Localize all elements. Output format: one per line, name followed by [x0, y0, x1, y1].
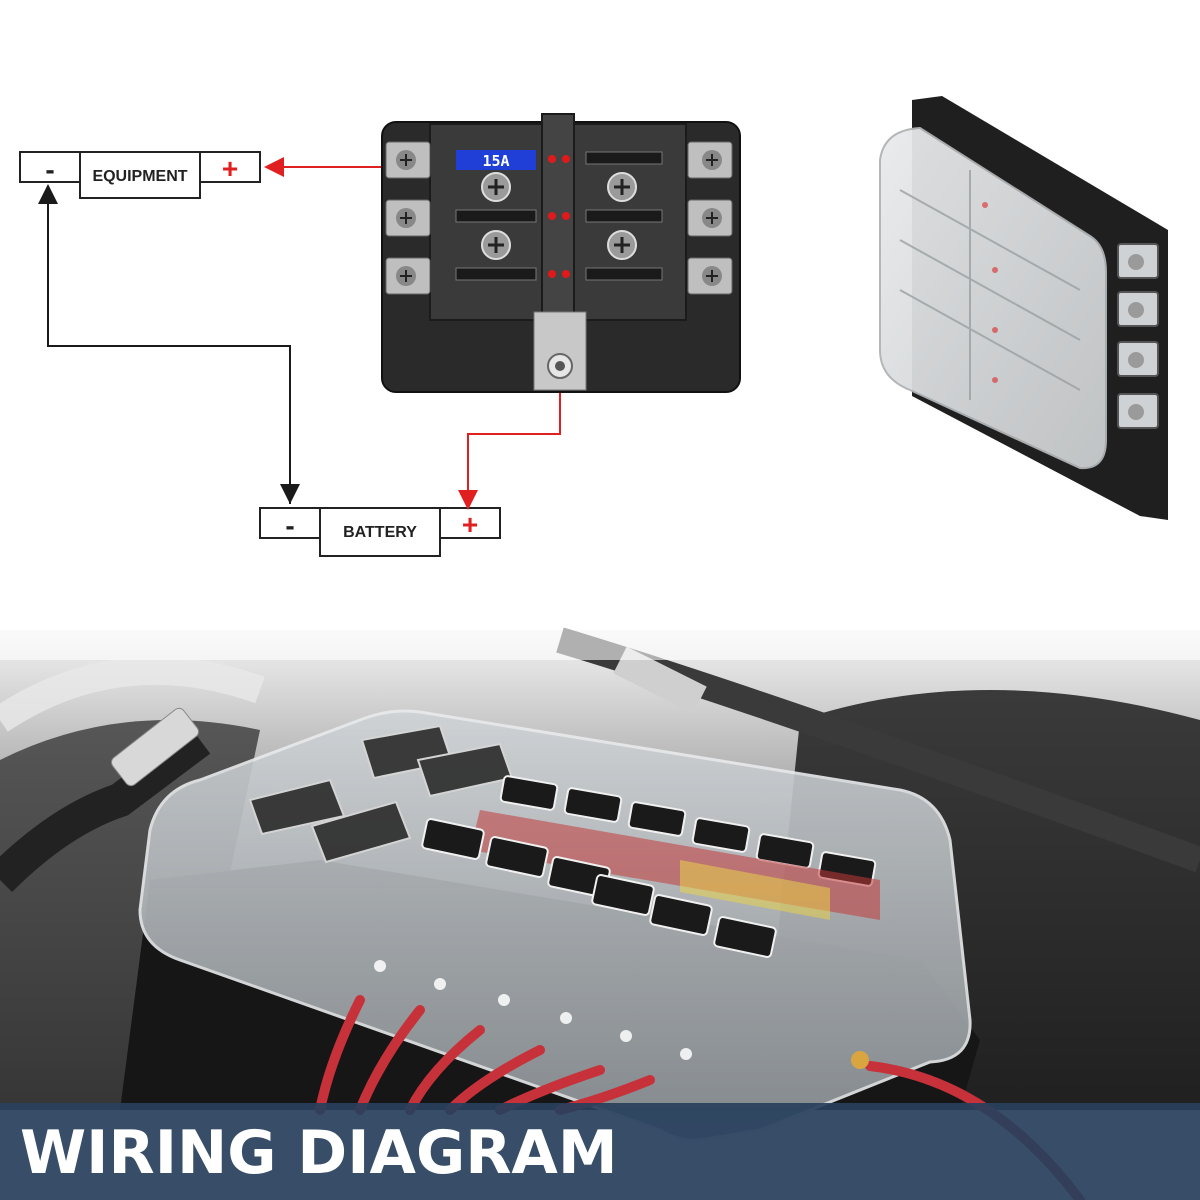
equipment-plus: +: [222, 153, 238, 184]
battery-plus: +: [462, 509, 478, 540]
fuse-rating-badge: [456, 150, 536, 170]
fuse-block-covered: [879, 96, 1168, 520]
fuse-slots: [455, 151, 663, 281]
negative-wire: [38, 184, 291, 504]
battery-label: BATTERY: [343, 524, 417, 541]
fuse-block: 15A: [381, 113, 741, 393]
battery-minus: -: [285, 510, 294, 541]
left-terminals: [385, 141, 431, 295]
banner-title: WIRING DIAGRAM: [20, 1118, 618, 1188]
right-terminals: [687, 141, 733, 295]
installed-fuse-box-photo: [0, 627, 1200, 1200]
equipment-label: EQUIPMENT: [92, 168, 187, 185]
title-banner: [0, 1103, 1200, 1200]
indicator-leds: [548, 155, 570, 278]
equipment-minus: -: [45, 154, 54, 185]
battery-box: - BATTERY +: [259, 507, 501, 557]
fuse-rating-label: 15A: [482, 152, 509, 170]
mounting-screws: [481, 172, 637, 260]
equipment-box: - EQUIPMENT +: [19, 151, 261, 199]
